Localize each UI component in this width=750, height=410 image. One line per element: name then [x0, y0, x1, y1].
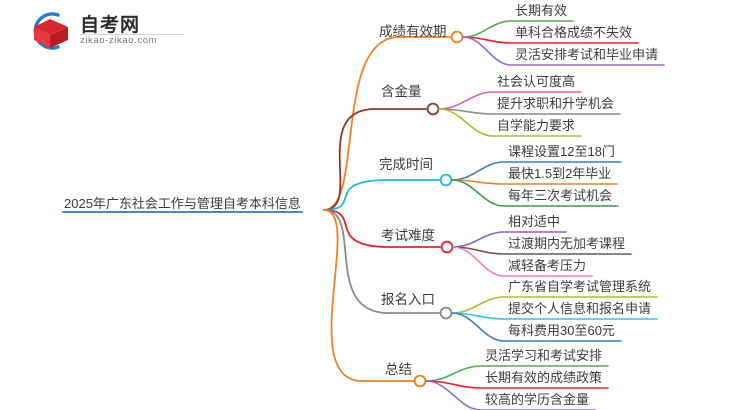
- leaf-node-label-6-1[interactable]: 灵活学习和考试安排: [485, 348, 603, 363]
- leaf-node-label-2-3[interactable]: 自学能力要求: [497, 118, 576, 133]
- graduation-book-icon: [33, 12, 68, 50]
- root-node-underline: [62, 211, 303, 213]
- logo-name-cn: 自考网: [80, 15, 141, 36]
- node-dot[interactable]: [440, 240, 454, 254]
- leaf-node-label-6-2[interactable]: 长期有效的成绩政策: [485, 370, 603, 385]
- node-dot[interactable]: [450, 30, 464, 44]
- leaf-node-label-3-3[interactable]: 每年三次考试机会: [508, 188, 613, 203]
- node-dot[interactable]: [426, 102, 440, 116]
- node-dot[interactable]: [439, 173, 453, 187]
- leaf-node-label-2-1[interactable]: 社会认可度高: [497, 74, 576, 89]
- logo-divider: [80, 34, 184, 35]
- leaf-node-label-4-1[interactable]: 相对适中: [508, 214, 561, 229]
- leaf-node-label-5-1[interactable]: 广东省自学考试管理系统: [508, 279, 652, 294]
- node-dot[interactable]: [413, 374, 427, 388]
- logo-url: zikao-zikao.com: [80, 35, 158, 46]
- branch-node-label-6[interactable]: 总结: [385, 362, 412, 377]
- leaf-node-label-5-3[interactable]: 每科费用30至60元: [508, 323, 615, 338]
- branch-node-label-3[interactable]: 完成时间: [379, 157, 433, 172]
- leaf-node-label-3-2[interactable]: 最快1.5到2年毕业: [508, 166, 612, 181]
- leaf-node-label-3-1[interactable]: 课程设置12至18门: [508, 144, 615, 159]
- branch-node-label-5[interactable]: 报名入口: [381, 292, 435, 307]
- leaf-node-label-4-3[interactable]: 减轻备考压力: [508, 258, 587, 273]
- root-node-label[interactable]: 2025年广东社会工作与管理自考本科信息: [64, 196, 301, 211]
- leaf-node-label-6-3[interactable]: 较高的学历含金量: [485, 392, 590, 407]
- leaf-node-label-1-3[interactable]: 灵活安排考试和毕业申请: [515, 47, 659, 62]
- leaf-node-label-4-2[interactable]: 过渡期内无加考课程: [508, 236, 626, 251]
- connector-curve: [323, 36, 451, 211]
- leaf-node-label-1-1[interactable]: 长期有效: [515, 3, 568, 18]
- node-dot[interactable]: [439, 306, 453, 320]
- branch-node-label-4[interactable]: 考试难度: [381, 228, 435, 243]
- branch-node-label-1[interactable]: 成绩有效期: [379, 24, 447, 39]
- leaf-node-label-1-2[interactable]: 单科合格成绩不失效: [515, 25, 633, 40]
- branch-node-label-2[interactable]: 含金量: [381, 84, 422, 99]
- leaf-node-label-5-2[interactable]: 提交个人信息和报名申请: [508, 301, 652, 316]
- leaf-node-label-2-2[interactable]: 提升求职和升学机会: [497, 96, 615, 111]
- site-logo: 自考网 zikao-zikao.com: [28, 8, 188, 54]
- connector-curve: [323, 179, 440, 211]
